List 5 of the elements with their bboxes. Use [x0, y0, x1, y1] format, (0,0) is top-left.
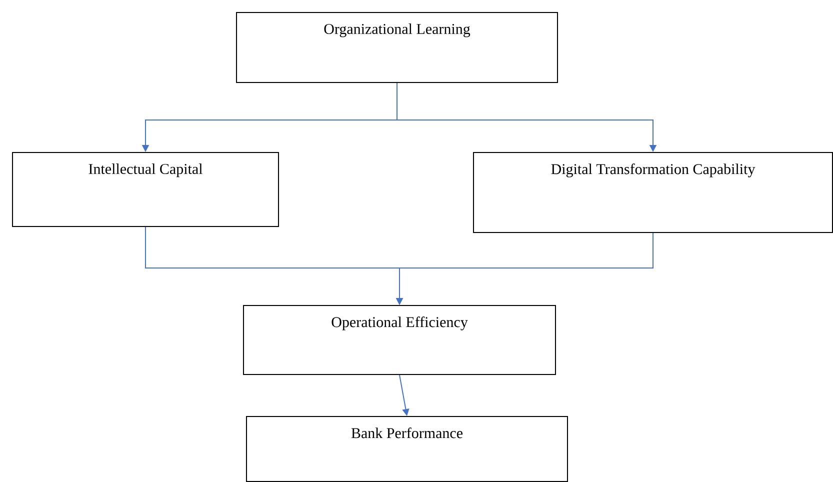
process-box: Bank Performance — [246, 416, 568, 482]
process-box: Digital Transformation Capability — [473, 152, 833, 233]
process-box: Operational Efficiency — [243, 305, 556, 375]
process-box: Intellectual Capital — [12, 152, 279, 227]
process-box: Organizational Learning — [236, 12, 558, 83]
